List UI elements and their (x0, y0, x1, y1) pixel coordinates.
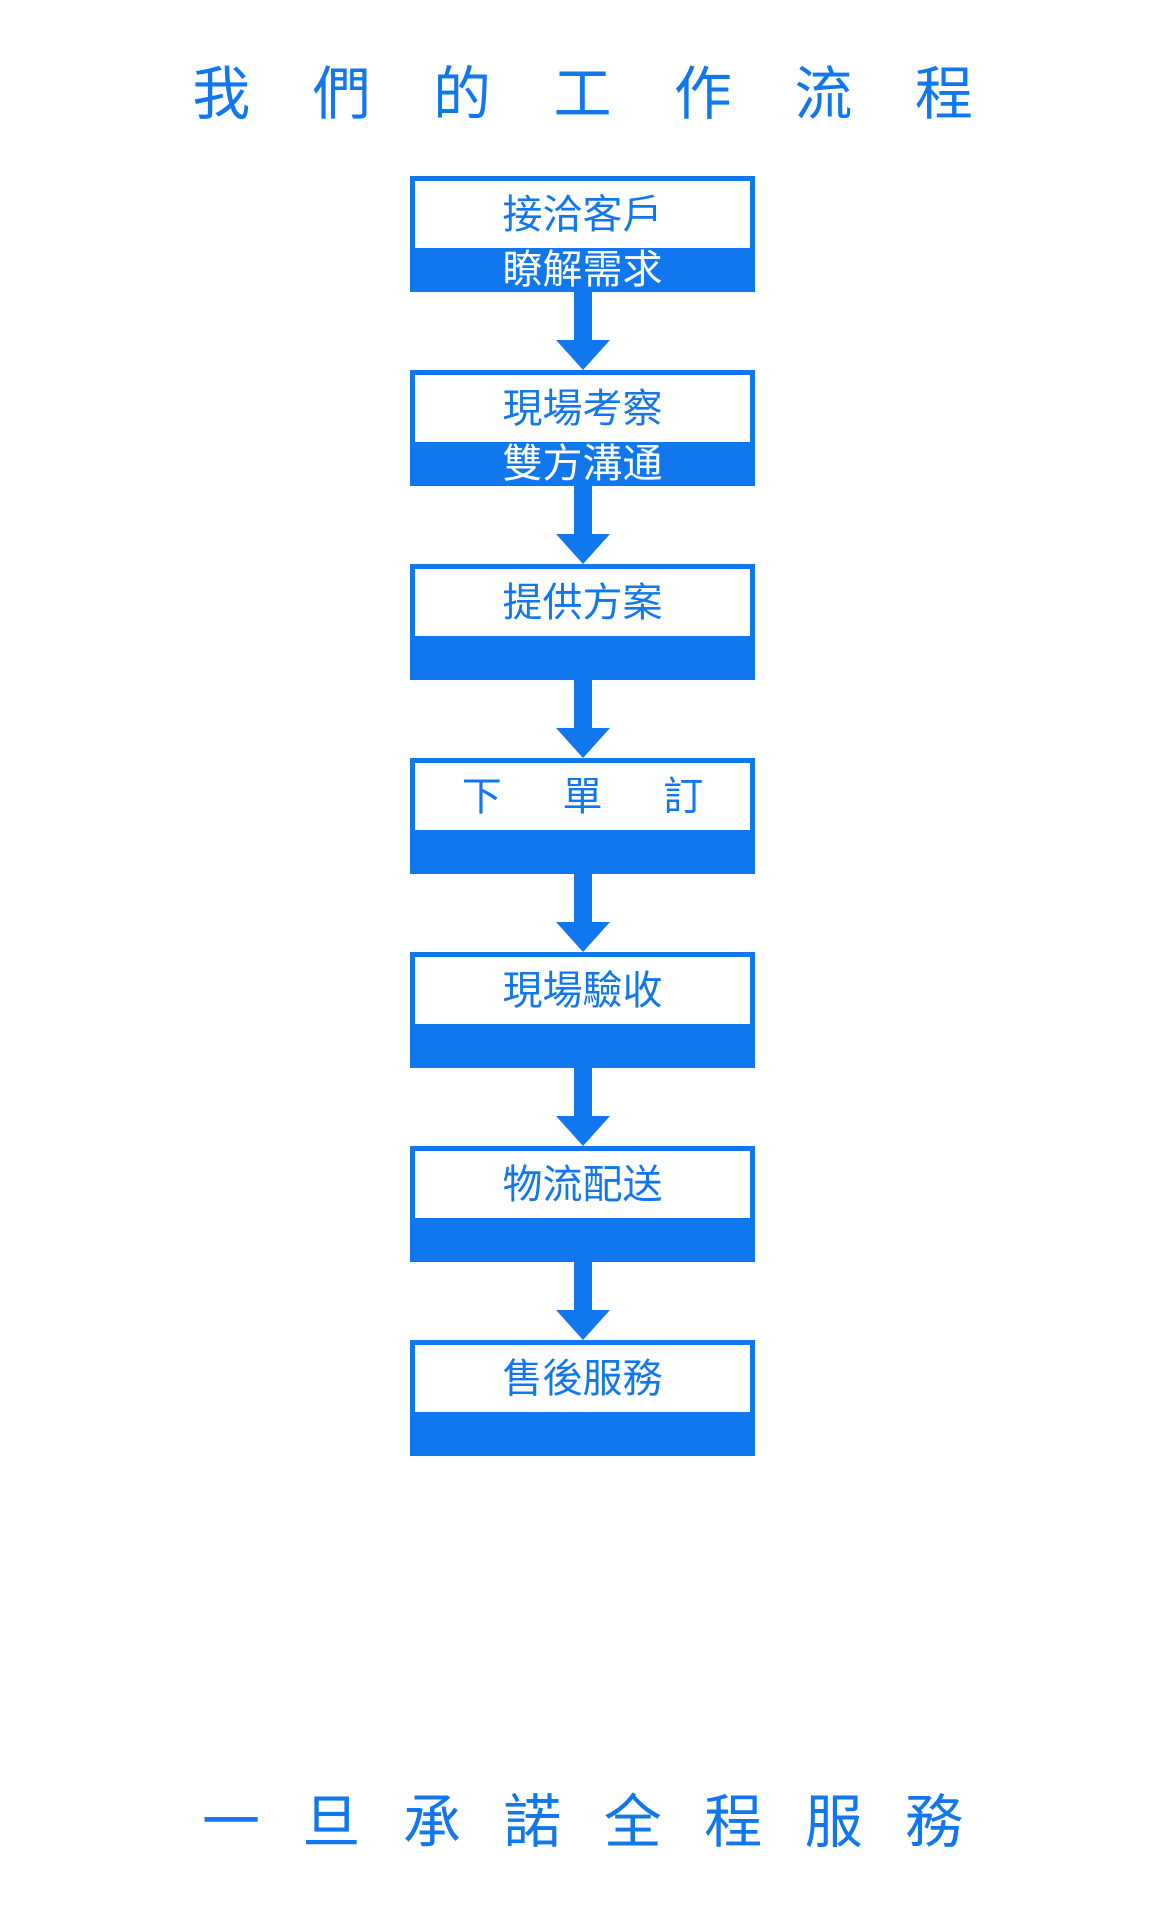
arrow-shaft (573, 874, 592, 926)
arrow-shaft (573, 1262, 592, 1314)
footer-slogan: 一 旦 承 諾 全 程 服 務 (201, 1788, 976, 1856)
arrow-head (555, 340, 610, 370)
flow-step-bar-4 (410, 830, 755, 874)
flow-step-head-label-4: 下 單 訂 (461, 773, 728, 820)
down-arrow-icon (410, 680, 755, 758)
flow-step-bar-1: 瞭解需求 (410, 248, 755, 292)
flow-step-head-1: 接洽客戶 (410, 176, 755, 248)
down-arrow-icon (410, 1068, 755, 1146)
down-arrow-icon (410, 1262, 755, 1340)
flow-step-6[interactable]: 物流配送 (410, 1146, 755, 1262)
flow-step-2[interactable]: 現場考察雙方溝通 (410, 370, 755, 486)
flow-step-head-label-6: 物流配送 (502, 1161, 663, 1208)
down-arrow-icon (410, 486, 755, 564)
flow-step-head-label-1: 接洽客戶 (502, 191, 663, 238)
flow-step-5[interactable]: 現場驗收 (410, 952, 755, 1068)
arrow-head (555, 1116, 610, 1146)
arrow-head (555, 1310, 610, 1340)
flow-step-head-2: 現場考察 (410, 370, 755, 442)
arrow-shaft (573, 1068, 592, 1120)
flow-step-bar-6 (410, 1218, 755, 1262)
page-title: 我 們 的 工 作 流 程 (192, 60, 995, 128)
flow-step-head-3: 提供方案 (410, 564, 755, 636)
down-arrow-icon (410, 874, 755, 952)
flow-step-7[interactable]: 售後服務 (410, 1340, 755, 1456)
flow-step-head-label-2: 現場考察 (502, 385, 663, 432)
flow-step-4[interactable]: 下 單 訂 (410, 758, 755, 874)
arrow-head (555, 534, 610, 564)
arrow-shaft (573, 292, 592, 344)
flow-step-head-5: 現場驗收 (410, 952, 755, 1024)
flow-step-bar-3 (410, 636, 755, 680)
down-arrow-icon (410, 292, 755, 370)
arrow-shaft (573, 680, 592, 732)
flow-step-bar-5 (410, 1024, 755, 1068)
flowchart: 接洽客戶瞭解需求現場考察雙方溝通提供方案下 單 訂現場驗收物流配送售後服務 (0, 176, 1165, 1456)
flow-step-bar-7 (410, 1412, 755, 1456)
flow-step-1[interactable]: 接洽客戶瞭解需求 (410, 176, 755, 292)
arrow-head (555, 922, 610, 952)
flow-step-head-6: 物流配送 (410, 1146, 755, 1218)
flow-step-bar-2: 雙方溝通 (410, 442, 755, 486)
flow-step-head-label-5: 現場驗收 (502, 967, 663, 1014)
flow-step-bar-label-1: 瞭解需求 (502, 247, 663, 293)
arrow-head (555, 728, 610, 758)
flow-step-head-4: 下 單 訂 (410, 758, 755, 830)
flow-step-bar-label-2: 雙方溝通 (502, 441, 663, 487)
flow-step-3[interactable]: 提供方案 (410, 564, 755, 680)
flow-step-head-label-3: 提供方案 (502, 579, 663, 626)
flow-step-head-7: 售後服務 (410, 1340, 755, 1412)
arrow-shaft (573, 486, 592, 538)
flow-step-head-label-7: 售後服務 (502, 1355, 663, 1402)
